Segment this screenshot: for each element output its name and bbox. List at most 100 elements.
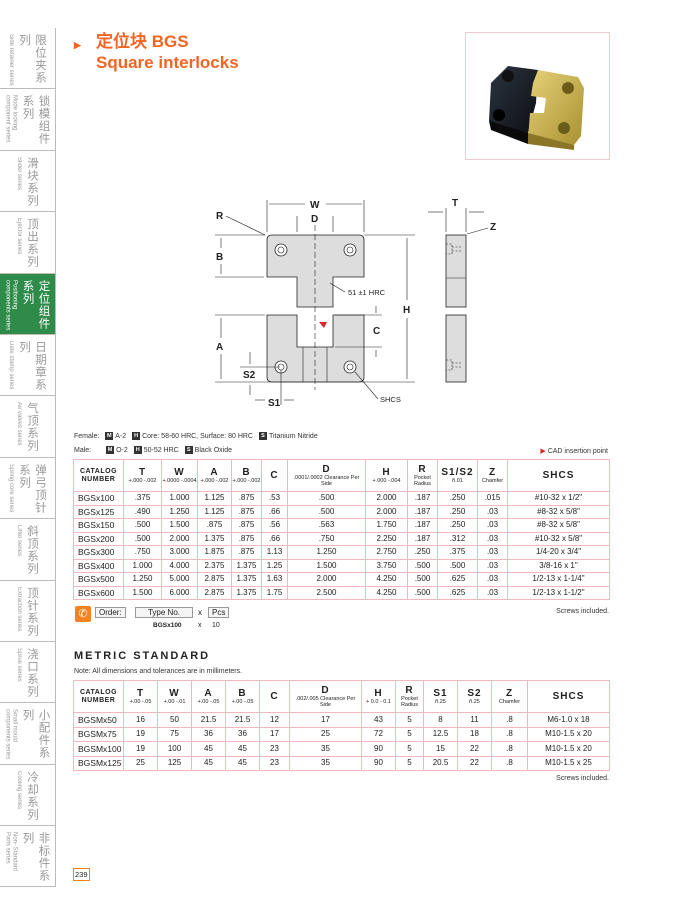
table-cell: BGSx200 bbox=[73, 531, 124, 546]
table-cell: #10-32 x 1/2" bbox=[507, 491, 610, 506]
table-cell: #8-32 x 5/8" bbox=[507, 518, 610, 533]
table-cell: 1.500 bbox=[123, 585, 162, 600]
table-cell: 1.875 bbox=[197, 545, 232, 560]
table-cell: .750 bbox=[123, 545, 162, 560]
table-cell: 5 bbox=[395, 726, 424, 742]
table-cell: 3.750 bbox=[365, 558, 408, 573]
example-pcs: 10 bbox=[212, 622, 220, 629]
dim-S2: S2 bbox=[243, 370, 256, 381]
table-cell: .187 bbox=[407, 491, 438, 506]
column-header: B+.000 -.002 bbox=[231, 459, 262, 492]
table-cell: .56 bbox=[261, 518, 288, 533]
table-cell: 12.5 bbox=[423, 726, 458, 742]
shcs-label: SHCS bbox=[380, 395, 401, 404]
table-cell: 5.000 bbox=[161, 572, 198, 587]
table-cell: .490 bbox=[123, 504, 162, 519]
sidebar-item-cn: 气顶系列 bbox=[26, 402, 38, 453]
table-cell: .500 bbox=[407, 585, 438, 600]
dim-H: H bbox=[403, 305, 410, 316]
dim-A: A bbox=[216, 342, 223, 353]
table-cell: 1.375 bbox=[231, 585, 262, 600]
table-cell: .03 bbox=[477, 531, 508, 546]
table-cell: .03 bbox=[477, 572, 508, 587]
table-cell: .375 bbox=[123, 491, 162, 506]
column-header: T+.00 -.05 bbox=[123, 680, 158, 713]
table-cell: .500 bbox=[123, 518, 162, 533]
table-cell: 2.000 bbox=[365, 491, 408, 506]
table-cell: 2.000 bbox=[287, 572, 366, 587]
table-cell: .250 bbox=[437, 491, 478, 506]
table-cell: 1.000 bbox=[123, 558, 162, 573]
table-cell: 2.750 bbox=[365, 545, 408, 560]
table-cell: .187 bbox=[407, 531, 438, 546]
table-cell: .03 bbox=[477, 558, 508, 573]
table-cell: 19 bbox=[123, 741, 158, 757]
table-cell: 20.5 bbox=[423, 755, 458, 771]
table-cell: .8 bbox=[491, 726, 528, 742]
sidebar-item-en: Spring core series bbox=[8, 463, 14, 513]
title-english: Square interlocks bbox=[96, 53, 239, 72]
table-cell: BGSx125 bbox=[73, 504, 124, 519]
table-cell: 2.250 bbox=[365, 531, 408, 546]
phone-icon: ✆ bbox=[75, 606, 91, 622]
side-view-top bbox=[445, 234, 467, 308]
inch-footnote: Screws included. bbox=[556, 608, 609, 615]
table-cell: #8-32 x 5/8" bbox=[507, 504, 610, 519]
bullet-arrow-icon: ▶ bbox=[74, 40, 81, 50]
sidebar-item[interactable]: 弹弓顶针系列 Spring core series bbox=[0, 458, 55, 520]
table-cell: .875 bbox=[231, 545, 262, 560]
column-header: H+ 0.0 - 0.1 bbox=[361, 680, 396, 713]
table-cell: 1.125 bbox=[197, 491, 232, 506]
dim-D: D bbox=[311, 214, 318, 225]
table-cell: 6.000 bbox=[161, 585, 198, 600]
table-cell: 1.750 bbox=[365, 518, 408, 533]
table-cell: 35 bbox=[289, 755, 362, 771]
table-cell: 17 bbox=[259, 726, 290, 742]
column-header: W+.00 -.01 bbox=[157, 680, 192, 713]
table-cell: 1.000 bbox=[161, 491, 198, 506]
table-cell: 90 bbox=[361, 755, 396, 771]
column-header: C bbox=[261, 459, 288, 492]
table-cell: 22 bbox=[457, 741, 492, 757]
table-cell: 1.375 bbox=[231, 558, 262, 573]
table-cell: .53 bbox=[261, 491, 288, 506]
type-no-field: Type No. bbox=[135, 607, 193, 618]
table-cell: 4.000 bbox=[161, 558, 198, 573]
table-cell: 2.500 bbox=[287, 585, 366, 600]
table-cell: 1/4-20 x 3/4" bbox=[507, 545, 610, 560]
table-cell: 1.75 bbox=[261, 585, 288, 600]
sidebar-item-cn: 弹弓顶针系列 bbox=[18, 463, 46, 514]
table-cell: 90 bbox=[361, 741, 396, 757]
male-part bbox=[266, 234, 365, 308]
table-cell: .875 bbox=[231, 531, 262, 546]
table-cell: .500 bbox=[287, 504, 366, 519]
sidebar-item-cn: 锁模组件系列 bbox=[21, 95, 50, 146]
table-cell: 1.63 bbox=[261, 572, 288, 587]
table-cell: .03 bbox=[477, 585, 508, 600]
table-cell: 1.250 bbox=[161, 504, 198, 519]
table-cell: 22 bbox=[457, 755, 492, 771]
sidebar-item-en: Slider series bbox=[16, 156, 22, 190]
table-cell: 1.250 bbox=[123, 572, 162, 587]
table-cell: BGSx500 bbox=[73, 572, 124, 587]
sidebar-item-cn: 顶针系列 bbox=[26, 586, 38, 637]
